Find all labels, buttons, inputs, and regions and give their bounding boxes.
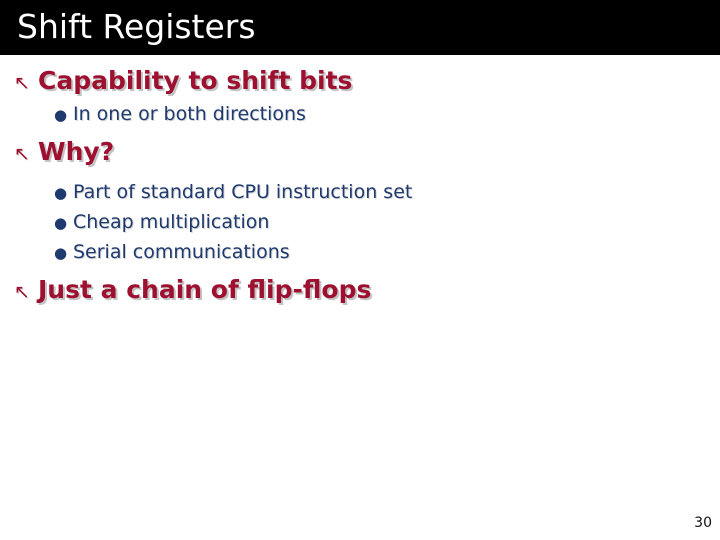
- round-bullet-icon: ●: [54, 184, 68, 202]
- list-item: ● Serial communications: [0, 240, 720, 264]
- list-item-label: In one or both directions: [73, 103, 306, 125]
- list-item: ↖ Why?: [0, 137, 720, 167]
- slide-content-outline: ↖ Capability to shift bits ● In one or b…: [0, 55, 720, 305]
- list-item-label: Capability to shift bits: [38, 66, 353, 95]
- list-item: ● Part of standard CPU instruction set: [0, 180, 720, 204]
- list-item: ● In one or both directions: [0, 102, 720, 126]
- round-bullet-icon: ●: [54, 106, 68, 124]
- list-item: ↖ Capability to shift bits: [0, 66, 720, 96]
- arrow-northwest-bullet-icon: ↖: [14, 143, 30, 165]
- page-number: 30: [694, 515, 712, 531]
- list-item: ↖ Just a chain of flip-flops: [0, 275, 720, 305]
- list-item-label: Why?: [38, 137, 115, 166]
- list-item: ● Cheap multiplication: [0, 210, 720, 234]
- list-item-label: Serial communications: [73, 241, 290, 263]
- list-item-label: Just a chain of flip-flops: [38, 275, 372, 304]
- round-bullet-icon: ●: [54, 214, 68, 232]
- round-bullet-icon: ●: [54, 244, 68, 262]
- arrow-northwest-bullet-icon: ↖: [14, 72, 30, 94]
- list-item-label: Part of standard CPU instruction set: [73, 181, 413, 203]
- list-item-label: Cheap multiplication: [73, 211, 270, 233]
- arrow-northwest-bullet-icon: ↖: [14, 281, 30, 303]
- page-title: Shift Registers: [17, 7, 256, 46]
- slide-title-bar: Shift Registers: [0, 0, 720, 55]
